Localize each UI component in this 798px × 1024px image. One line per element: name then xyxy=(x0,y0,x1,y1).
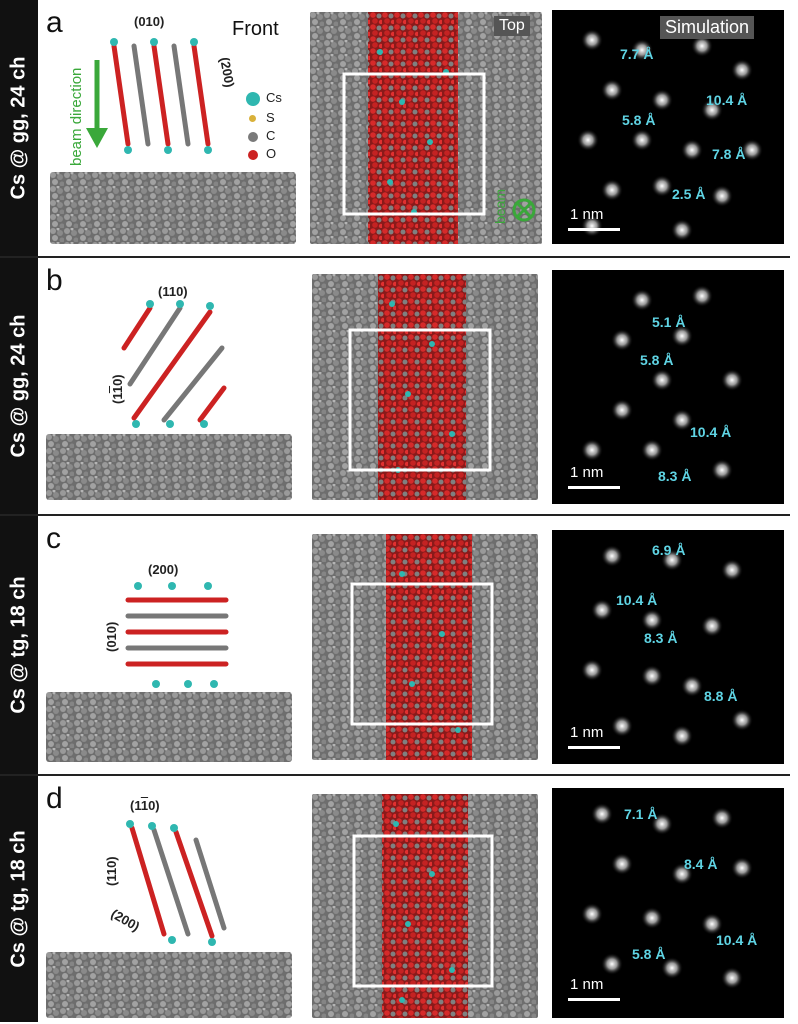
measurement-label: 8.4 Å xyxy=(684,856,718,872)
side-label: Cs @ tg, 18 ch xyxy=(7,830,30,968)
simulation-image xyxy=(552,10,784,244)
measurement-label: 5.8 Å xyxy=(632,946,666,962)
measurement-label: 7.7 Å xyxy=(620,46,654,62)
scale-label: 1 nm xyxy=(570,206,604,223)
cs-dot xyxy=(246,91,260,106)
legend-label: Cs xyxy=(266,90,282,105)
measurement-label: 6.9 Å xyxy=(652,542,686,558)
side-label-bar: Cs @ gg, 24 ch xyxy=(0,0,38,256)
hkl-label: (010) xyxy=(134,14,165,29)
side-label: Cs @ gg, 24 ch xyxy=(7,314,30,458)
hkl-label: (110) xyxy=(158,284,188,299)
measurement-label: 5.1 Å xyxy=(652,314,686,330)
measurement-label: 10.4 Å xyxy=(690,424,732,440)
legend-s: S xyxy=(249,110,275,125)
molecular-crystal xyxy=(110,38,212,154)
scale-bar xyxy=(568,228,620,231)
legend-label: C xyxy=(266,128,276,143)
molecular-crystal xyxy=(126,820,227,946)
substrate-front xyxy=(46,692,292,762)
legend-o: O xyxy=(248,146,276,161)
beam-arrow xyxy=(86,60,108,148)
scale-label: 1 nm xyxy=(570,976,604,993)
hkl-part: 1 xyxy=(140,798,149,813)
beam-direction-label: beam direction xyxy=(68,67,85,166)
side-label: Cs @ gg, 24 ch xyxy=(7,56,30,200)
simulation-header: Simulation xyxy=(660,16,755,39)
o-dot xyxy=(248,149,258,160)
measurement-label: 8.8 Å xyxy=(704,688,738,704)
measurement-label: 8.3 Å xyxy=(644,630,678,646)
measurement-label: 8.3 Å xyxy=(658,468,692,484)
panel-letter: c xyxy=(46,522,61,555)
measurement-label: 5.8 Å xyxy=(640,352,674,368)
panel-d: Cs @ tg, 18 ch d (110) (110) (200) xyxy=(0,776,790,1022)
side-label-bar: Cs @ gg, 24 ch xyxy=(0,258,38,514)
scale-label: 1 nm xyxy=(570,464,604,481)
top-view xyxy=(310,12,542,244)
panel-letter: a xyxy=(46,6,63,39)
scale-bar xyxy=(568,746,620,749)
measurement-label: 10.4 Å xyxy=(616,592,658,608)
hkl-label: (110) xyxy=(104,856,119,886)
hkl-part: (1 xyxy=(130,798,141,813)
top-view xyxy=(312,274,538,500)
measurement-label: 2.5 Å xyxy=(672,186,706,202)
panel-letter: b xyxy=(46,264,63,297)
molecular-crystal xyxy=(125,582,229,688)
scale-label: 1 nm xyxy=(570,724,604,741)
measurement-label: 10.4 Å xyxy=(706,92,748,108)
panel-letter: d xyxy=(46,782,63,815)
molecular-crystal xyxy=(121,300,227,428)
top-header: Top xyxy=(494,16,530,36)
simulation-image xyxy=(552,530,784,764)
hkl-part: 0) xyxy=(148,798,160,813)
panel-a: Cs @ gg, 24 ch a Front (010) (200) beam … xyxy=(0,0,790,258)
measurement-label: 7.8 Å xyxy=(712,146,746,162)
simulation-image xyxy=(552,270,784,504)
hkl-label: (110) xyxy=(130,798,160,813)
top-view xyxy=(312,794,538,1018)
legend-cs: Cs xyxy=(246,90,282,106)
simulation-image xyxy=(552,788,784,1018)
measurement-label: 7.1 Å xyxy=(624,806,658,822)
hkl-label: (200) xyxy=(148,562,179,577)
s-dot xyxy=(249,115,256,123)
measurement-label: 5.8 Å xyxy=(622,112,656,128)
scale-bar xyxy=(568,998,620,1001)
panel-c: Cs @ tg, 18 ch c (200) (010) xyxy=(0,516,790,776)
scale-bar xyxy=(568,486,620,489)
beam-top-label: beam xyxy=(492,188,508,224)
legend-c: C xyxy=(248,128,275,143)
top-view xyxy=(312,534,538,760)
measurement-label: 10.4 Å xyxy=(716,932,758,948)
substrate-front xyxy=(50,172,296,244)
side-label-bar: Cs @ tg, 18 ch xyxy=(0,516,38,774)
side-label: Cs @ tg, 18 ch xyxy=(7,576,30,714)
substrate-front xyxy=(46,952,292,1018)
legend-label: O xyxy=(266,146,277,161)
c-dot xyxy=(248,131,258,142)
panel-b: Cs @ gg, 24 ch b (110) (110) xyxy=(0,258,790,516)
substrate-front xyxy=(46,434,292,500)
legend-label: S xyxy=(266,110,275,125)
side-label-bar: Cs @ tg, 18 ch xyxy=(0,776,38,1022)
hkl-label: (010) xyxy=(104,621,119,652)
front-header: Front xyxy=(232,18,279,40)
